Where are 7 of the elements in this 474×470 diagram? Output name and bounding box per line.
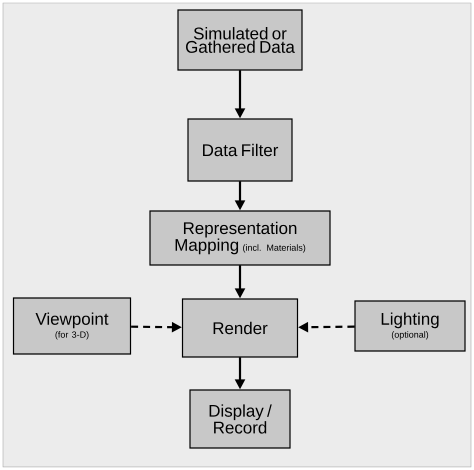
process-box: Viewpoint (for 3-D)	[12, 297, 132, 355]
process-box: Render	[182, 298, 298, 358]
process-box: Representation Mapping (incl. Materials)	[149, 210, 331, 266]
process-box: Lighting (optional)	[354, 300, 466, 352]
process-box: Simulated or Gathered Data	[177, 9, 303, 71]
process-box: Data Filter	[187, 118, 293, 182]
process-box: Display / Record	[189, 389, 291, 449]
